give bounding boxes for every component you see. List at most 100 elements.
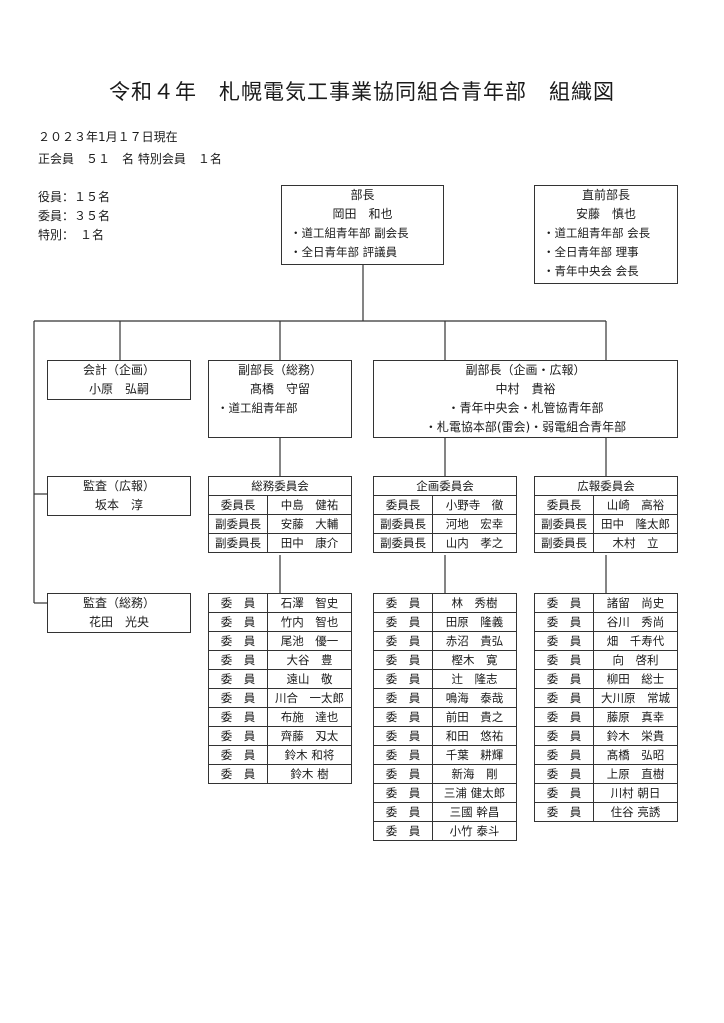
- position-cell: 委員長: [373, 495, 433, 515]
- name-cell: 田原 隆義: [432, 612, 517, 632]
- position-cell: 副委員長: [373, 533, 433, 553]
- table-row: 副委員長安藤 大輔: [208, 514, 352, 534]
- table-row: 委 員大川原 常城: [534, 688, 678, 708]
- position-cell: 委 員: [373, 726, 433, 746]
- table-row: 副委員長田中 康介: [208, 533, 352, 553]
- kikaku-committee-table: 企画委員会 委員長小野寺 徹 副委員長河地 宏幸 副委員長山内 孝之: [373, 476, 517, 553]
- page-title: 令和４年 札幌電気工事業協同組合青年部 組織図: [109, 80, 615, 104]
- table-row: 委 員大谷 豊: [208, 650, 352, 670]
- kikaku-members-table: 委 員林 秀樹 委 員田原 隆義 委 員赤沼 貴弘 委 員樫木 寛 委 員辻 隆…: [373, 593, 517, 841]
- table-row: 委員長中島 健祐: [208, 495, 352, 515]
- table-row: 委 員川村 朝日: [534, 783, 678, 803]
- table-row: 委 員千葉 耕輝: [373, 745, 517, 765]
- name-cell: 諸留 尚史: [593, 593, 678, 613]
- koho-members-table: 委 員諸留 尚史 委 員谷川 秀尚 委 員畑 千寿代 委 員向 啓利 委 員柳田…: [534, 593, 678, 822]
- fuku-kikaku-post: ・札電協本部(雷会)・弱電組合青年部: [424, 420, 627, 434]
- position-cell: 委 員: [534, 783, 594, 803]
- table-row: 委 員髙橋 弘昭: [534, 745, 678, 765]
- name-cell: 山内 孝之: [432, 533, 517, 553]
- name-cell: 前田 貴之: [432, 707, 517, 727]
- name-cell: 藤原 真幸: [593, 707, 678, 727]
- table-row: 委 員齊藤 刄太: [208, 726, 352, 746]
- table-row: 委 員鈴木 栄貴: [534, 726, 678, 746]
- table-row: 委 員鈴木 和将: [208, 745, 352, 765]
- name-cell: 林 秀樹: [432, 593, 517, 613]
- bucho-box: 部長 岡田 和也 ・道工組青年部 副会長 ・全日青年部 評議員: [281, 185, 444, 265]
- table-row: 委員長山崎 高裕: [534, 495, 678, 515]
- position-cell: 委員長: [534, 495, 594, 515]
- position-cell: 委 員: [208, 593, 268, 613]
- table-row: 委 員前田 貴之: [373, 707, 517, 727]
- name-cell: 齊藤 刄太: [267, 726, 352, 746]
- kaikei-role: 会計（企画）: [82, 363, 155, 377]
- committee-name: 広報委員会: [534, 476, 678, 496]
- kansa-koho-box: 監査（広報） 坂本 淳: [47, 476, 191, 516]
- committee-name: 企画委員会: [373, 476, 517, 496]
- bucho-role: 部長: [350, 188, 375, 202]
- membership-count: 正会員 ５１ 名 特別会員 １名: [38, 152, 222, 166]
- former-post: ・道工組青年部 会長: [543, 226, 651, 240]
- position-cell: 副委員長: [208, 514, 268, 534]
- name-cell: 中島 健祐: [267, 495, 352, 515]
- position-cell: 委 員: [373, 764, 433, 784]
- position-cell: 委 員: [534, 612, 594, 632]
- member-count: 委員：３５名: [38, 209, 111, 223]
- kansa-koho-role: 監査（広報）: [82, 479, 155, 493]
- name-cell: 小竹 泰斗: [432, 821, 517, 841]
- table-row: 委 員田原 隆義: [373, 612, 517, 632]
- fuku-somu-post: ・道工組青年部: [217, 401, 298, 415]
- former-role: 直前部長: [581, 188, 630, 202]
- former-post: ・青年中央会 会長: [543, 264, 639, 278]
- table-row: 委 員和田 悠祐: [373, 726, 517, 746]
- table-row: 委 員樫木 寛: [373, 650, 517, 670]
- name-cell: 千葉 耕輝: [432, 745, 517, 765]
- former-post: ・全日青年部 理事: [543, 245, 639, 259]
- name-cell: 木村 立: [593, 533, 678, 553]
- position-cell: 委 員: [208, 707, 268, 727]
- table-row: 委 員鳴海 泰哉: [373, 688, 517, 708]
- table-row: 委 員鈴木 樹: [208, 764, 352, 784]
- kansa-somu-role: 監査（総務）: [82, 596, 155, 610]
- position-cell: 委 員: [373, 821, 433, 841]
- position-cell: 委 員: [534, 764, 594, 784]
- somu-committee-table: 総務委員会 委員長中島 健祐 副委員長安藤 大輔 副委員長田中 康介: [208, 476, 352, 553]
- table-row: 委員長小野寺 徹: [373, 495, 517, 515]
- position-cell: 委 員: [208, 745, 268, 765]
- name-cell: 柳田 総士: [593, 669, 678, 689]
- name-cell: 鈴木 栄貴: [593, 726, 678, 746]
- position-cell: 委 員: [208, 688, 268, 708]
- position-cell: 委員長: [208, 495, 268, 515]
- name-cell: 新海 剛: [432, 764, 517, 784]
- somu-members-table: 委 員石澤 智史 委 員竹内 智也 委 員尾池 優一 委 員大谷 豊 委 員遠山…: [208, 593, 352, 784]
- table-row: 委 員石澤 智史: [208, 593, 352, 613]
- name-cell: 布施 達也: [267, 707, 352, 727]
- fuku-kikaku-name: 中村 貴裕: [495, 382, 556, 396]
- name-cell: 川村 朝日: [593, 783, 678, 803]
- name-cell: 大谷 豊: [267, 650, 352, 670]
- fuku-kikaku-box: 副部長（企画・広報） 中村 貴裕 ・青年中央会・札管協青年部 ・札電協本部(雷会…: [373, 360, 678, 438]
- name-cell: 田中 康介: [267, 533, 352, 553]
- table-row: 委 員柳田 総士: [534, 669, 678, 689]
- name-cell: 田中 隆太郎: [593, 514, 678, 534]
- position-cell: 委 員: [373, 593, 433, 613]
- name-cell: 畑 千寿代: [593, 631, 678, 651]
- table-row: 委 員赤沼 貴弘: [373, 631, 517, 651]
- fuku-somu-role: 副部長（総務）: [237, 363, 322, 377]
- position-cell: 委 員: [208, 631, 268, 651]
- bucho-post: ・全日青年部 評議員: [290, 245, 398, 259]
- kaikei-name: 小原 弘嗣: [88, 382, 149, 396]
- former-bucho-box: 直前部長 安藤 慎也 ・道工組青年部 会長 ・全日青年部 理事 ・青年中央会 会…: [534, 185, 678, 284]
- fuku-somu-box: 副部長（総務） 髙橋 守留 ・道工組青年部: [208, 360, 352, 438]
- position-cell: 委 員: [373, 612, 433, 632]
- table-row: 委 員畑 千寿代: [534, 631, 678, 651]
- position-cell: 委 員: [208, 669, 268, 689]
- special-count: 特別： １名: [38, 228, 105, 242]
- bucho-post: ・道工組青年部 副会長: [290, 226, 409, 240]
- position-cell: 委 員: [373, 631, 433, 651]
- officer-count: 役員：１５名: [38, 190, 111, 204]
- table-row: 副委員長田中 隆太郎: [534, 514, 678, 534]
- position-cell: 委 員: [373, 707, 433, 727]
- committee-name: 総務委員会: [208, 476, 352, 496]
- position-cell: 委 員: [208, 650, 268, 670]
- table-row: 委 員布施 達也: [208, 707, 352, 727]
